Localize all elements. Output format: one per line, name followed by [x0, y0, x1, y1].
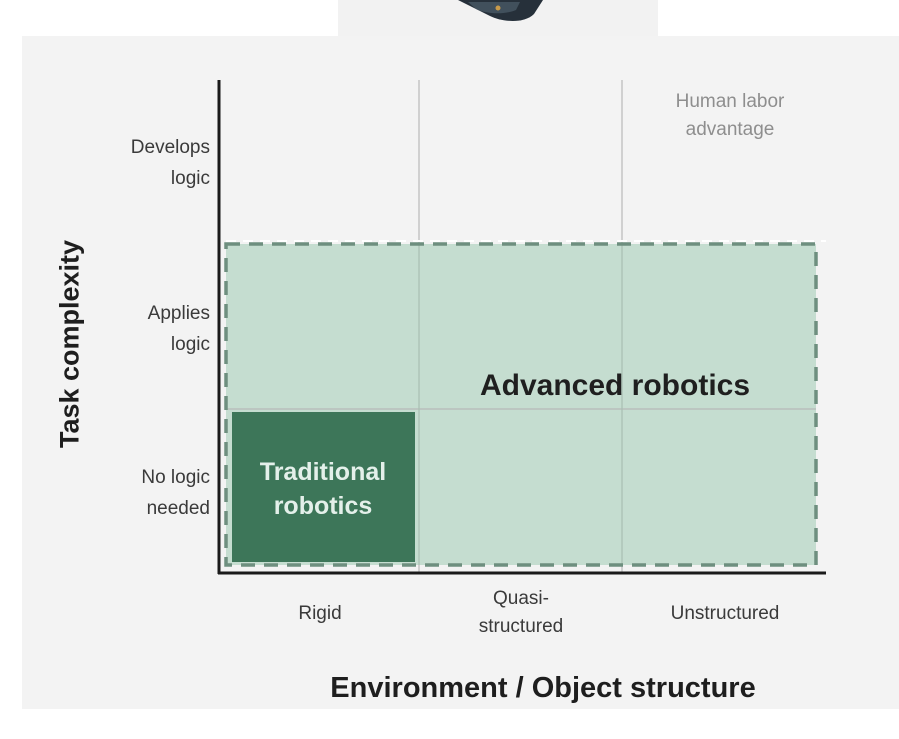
advanced-robotics-border [224, 242, 818, 567]
x-level-quasi-structured: Quasi- structured [478, 588, 564, 637]
human-labor-advantage-label: Human labor advantage [675, 91, 785, 140]
y-level-applies-logic: Applies logic [147, 303, 210, 355]
traditional-robotics-region [232, 412, 415, 562]
robot-arm-image [458, 0, 543, 21]
x-level-rigid: Rigid [298, 603, 342, 624]
advanced-robotics-label: Advanced robotics [479, 369, 751, 402]
y-level-develops-logic: Develops logic [130, 137, 210, 189]
robot-image-fragment [338, 0, 658, 36]
y-axis-title: Task complexity [54, 239, 85, 449]
y-level-no-logic-needed: No logic needed [141, 467, 210, 519]
x-axis-title: Environment / Object structure [330, 672, 756, 704]
traditional-robotics-label: Traditional robotics [259, 458, 387, 520]
x-level-unstructured: Unstructured [670, 603, 780, 624]
